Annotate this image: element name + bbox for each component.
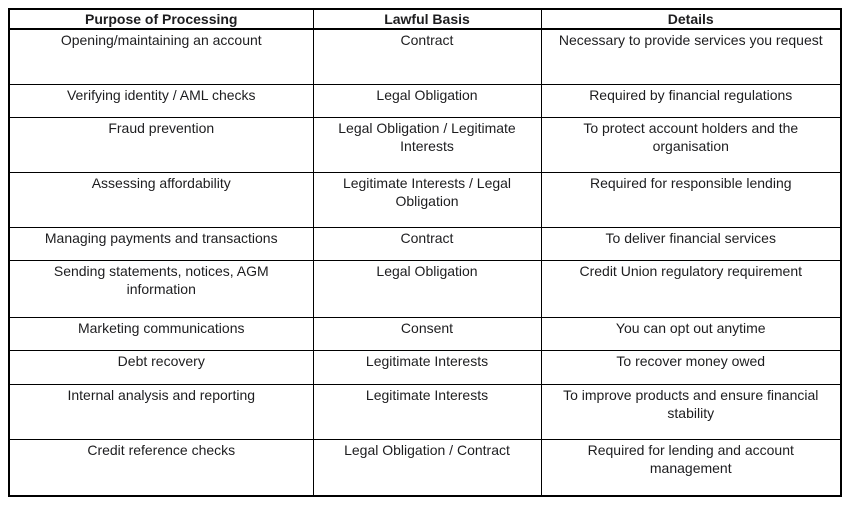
cell-lawful-basis: Legal Obligation / Legitimate Interests: [312, 117, 542, 173]
cell-details: Required by financial regulations: [540, 84, 842, 118]
cell-details: To protect account holders and the organ…: [540, 117, 842, 173]
column-header-lawful-basis: Lawful Basis: [312, 8, 542, 30]
table-row: Sending statements, notices, AGM informa…: [8, 260, 842, 318]
cell-purpose: Verifying identity / AML checks: [8, 84, 314, 118]
cell-details: Credit Union regulatory requirement: [540, 260, 842, 318]
cell-details: To improve products and ensure financial…: [540, 384, 842, 440]
cell-purpose: Managing payments and transactions: [8, 227, 314, 261]
cell-lawful-basis: Consent: [312, 317, 542, 351]
table-row: Assessing affordability Legitimate Inter…: [8, 172, 842, 228]
cell-purpose: Opening/maintaining an account: [8, 28, 314, 85]
column-header-purpose: Purpose of Processing: [8, 8, 314, 30]
cell-details: Required for responsible lending: [540, 172, 842, 228]
cell-purpose: Fraud prevention: [8, 117, 314, 173]
cell-details: Necessary to provide services you reques…: [540, 28, 842, 85]
table-header: Purpose of Processing Lawful Basis Detai…: [8, 8, 842, 30]
cell-details: Required for lending and account managem…: [540, 439, 842, 497]
cell-details: You can opt out anytime: [540, 317, 842, 351]
cell-purpose: Debt recovery: [8, 350, 314, 385]
table-row: Credit reference checks Legal Obligation…: [8, 439, 842, 497]
cell-purpose: Internal analysis and reporting: [8, 384, 314, 440]
cell-details: To deliver financial services: [540, 227, 842, 261]
table-row: Verifying identity / AML checks Legal Ob…: [8, 84, 842, 118]
table-row: Marketing communications Consent You can…: [8, 317, 842, 351]
processing-purposes-table: Purpose of Processing Lawful Basis Detai…: [8, 8, 842, 497]
column-header-details: Details: [540, 8, 842, 30]
cell-lawful-basis: Legal Obligation / Contract: [312, 439, 542, 497]
cell-lawful-basis: Legal Obligation: [312, 260, 542, 318]
cell-lawful-basis: Contract: [312, 28, 542, 85]
cell-lawful-basis: Legitimate Interests / Legal Obligation: [312, 172, 542, 228]
table-row: Managing payments and transactions Contr…: [8, 227, 842, 261]
cell-purpose: Credit reference checks: [8, 439, 314, 497]
table-row: Fraud prevention Legal Obligation / Legi…: [8, 117, 842, 173]
cell-purpose: Assessing affordability: [8, 172, 314, 228]
table-row: Internal analysis and reporting Legitima…: [8, 384, 842, 440]
table-row: Opening/maintaining an account Contract …: [8, 28, 842, 85]
cell-purpose: Sending statements, notices, AGM informa…: [8, 260, 314, 318]
header-row: Purpose of Processing Lawful Basis Detai…: [8, 8, 842, 30]
cell-lawful-basis: Contract: [312, 227, 542, 261]
cell-lawful-basis: Legal Obligation: [312, 84, 542, 118]
cell-details: To recover money owed: [540, 350, 842, 385]
cell-lawful-basis: Legitimate Interests: [312, 350, 542, 385]
table-body: Opening/maintaining an account Contract …: [8, 28, 842, 497]
cell-purpose: Marketing communications: [8, 317, 314, 351]
cell-lawful-basis: Legitimate Interests: [312, 384, 542, 440]
table-row: Debt recovery Legitimate Interests To re…: [8, 350, 842, 385]
